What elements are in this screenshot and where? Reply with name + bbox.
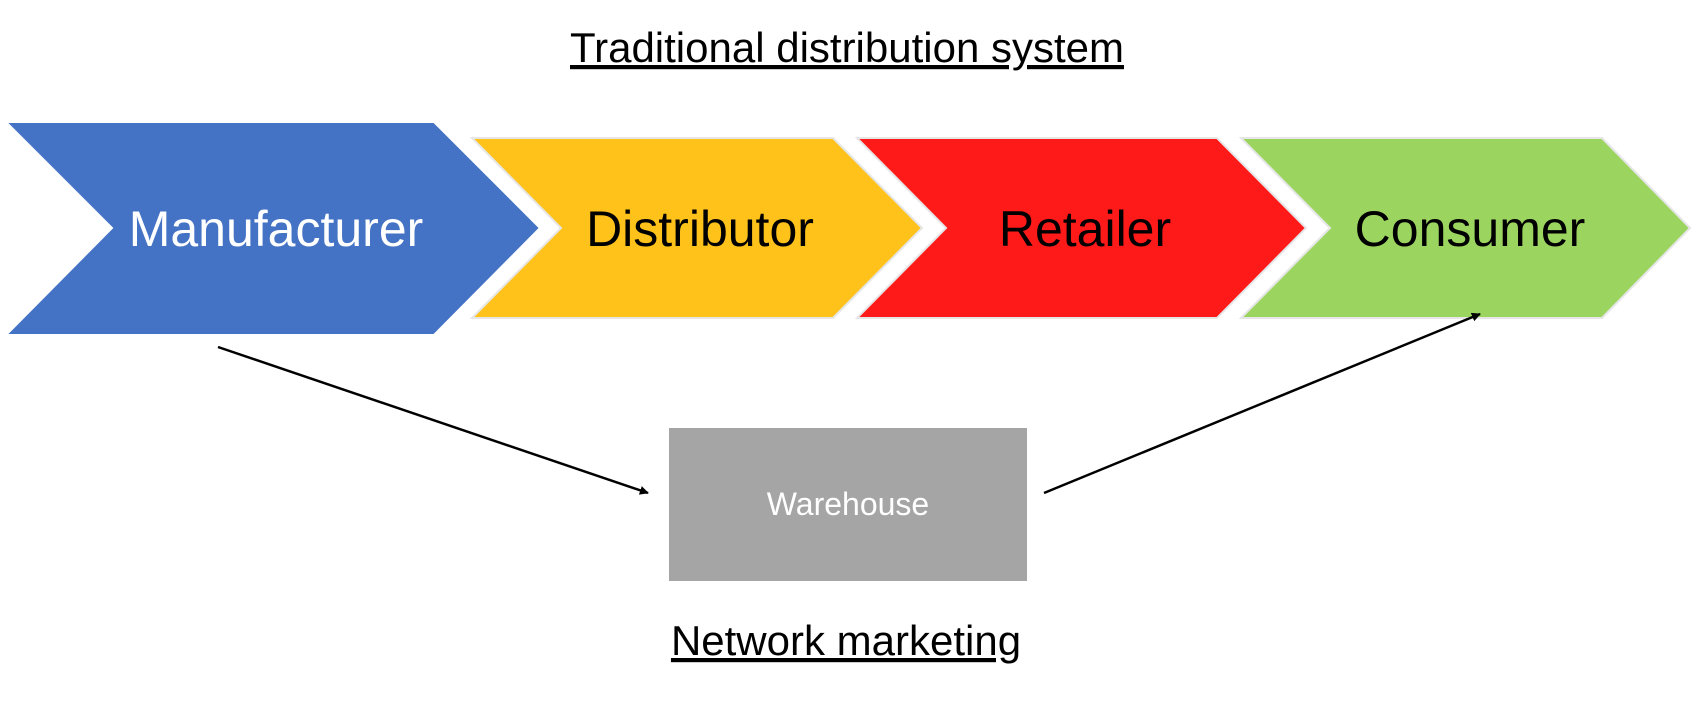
warehouse-box: Warehouse — [669, 428, 1027, 581]
arrow-warehouse-to-consumer — [1043, 312, 1481, 495]
chevron-retailer-shape — [854, 137, 1308, 319]
chevron-consumer-label: Consumer — [1355, 201, 1586, 257]
chevron-distributor-label: Distributor — [586, 201, 814, 257]
arrow-manufacturer-to-warehouse — [217, 345, 649, 495]
chevron-retailer: Retailer — [854, 137, 1308, 319]
chevron-consumer-shape — [1238, 137, 1692, 319]
warehouse-label: Warehouse — [767, 486, 929, 522]
chevron-manufacturer: Manufacturer — [3, 121, 542, 336]
chevron-consumer: Consumer — [1238, 137, 1692, 319]
chevron-retailer-label: Retailer — [999, 201, 1171, 257]
chevron-distributor: Distributor — [469, 137, 924, 319]
diagram-subtitle: Network marketing — [671, 617, 1021, 664]
chevron-distributor-shape — [469, 137, 924, 319]
warehouse-box-shape — [669, 428, 1027, 581]
chevron-manufacturer-shape — [3, 121, 542, 336]
chevron-manufacturer-label: Manufacturer — [129, 201, 424, 257]
diagram-title: Traditional distribution system — [570, 24, 1124, 71]
